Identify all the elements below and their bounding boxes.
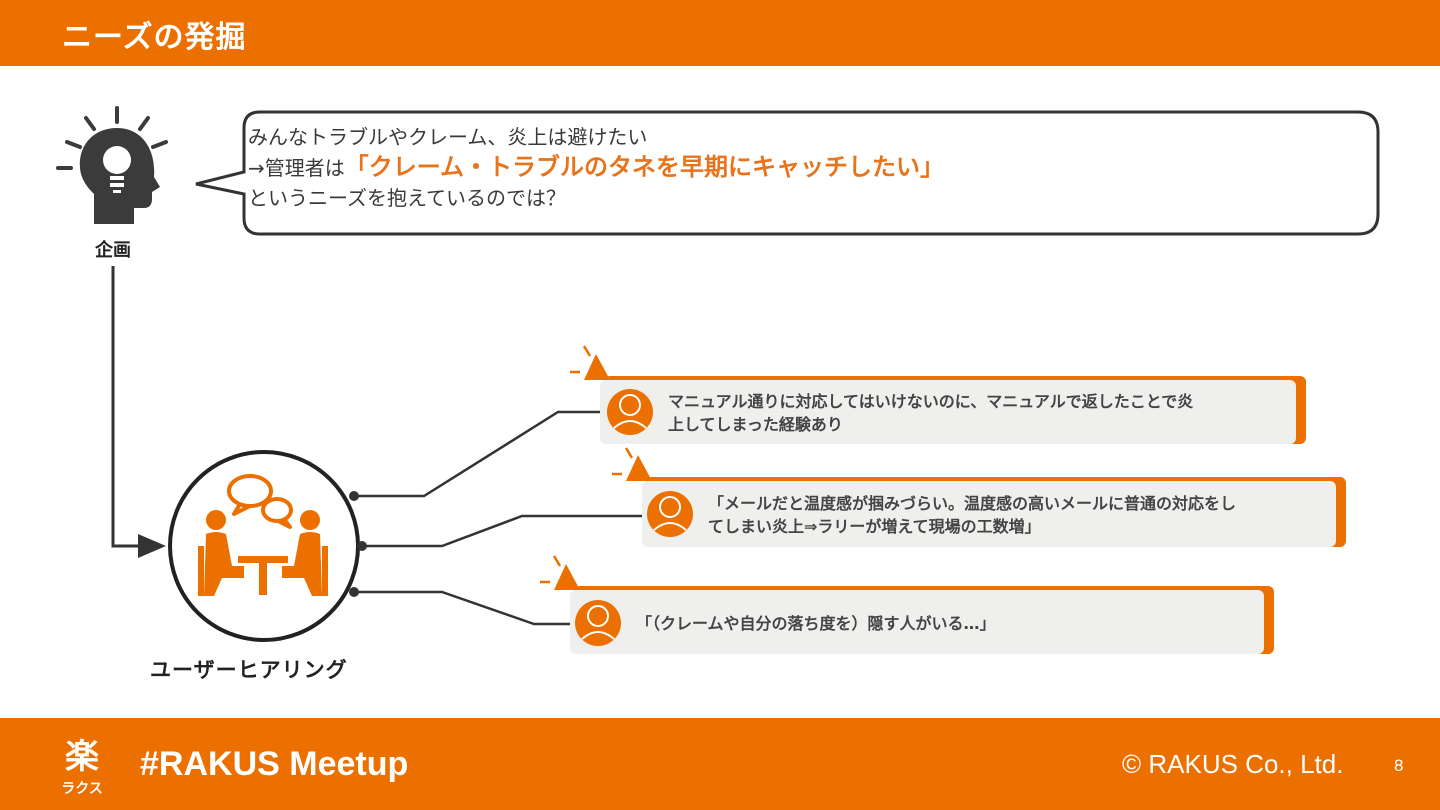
idea-head-icon xyxy=(56,106,168,224)
quote-card-3 xyxy=(540,555,1274,654)
meeting-icon xyxy=(198,474,328,596)
quote-2-line-1: 「メールだと温度感が掴みづらい。温度感の高いメールに普通の対応をし xyxy=(708,494,1237,513)
footer-bar: 楽 ラクス #RAKUS Meetup © RAKUS Co., Ltd. 8 xyxy=(0,718,1440,810)
speech-text: みんなトラブルやクレーム、炎上は避けたい →管理者は「クレーム・トラブルのタネを… xyxy=(248,122,944,213)
speech-bubble xyxy=(195,110,1380,236)
page-number: 8 xyxy=(1394,756,1404,775)
person-avatar-icon xyxy=(607,389,653,435)
person-avatar-icon xyxy=(575,600,621,646)
quote-card-1 xyxy=(570,345,1306,444)
rakus-logo-kana: ラクス xyxy=(61,781,103,797)
quote-connectors xyxy=(354,410,642,626)
quote-text-1: マニュアル通りに対応してはいけないのに、マニュアルで返したことで炎 上してしまっ… xyxy=(668,390,1193,436)
planning-label: 企画 xyxy=(95,240,131,261)
quote-text-3: 「（クレームや自分の落ち度を）隠す人がいる…」 xyxy=(636,612,996,635)
quote-1-line-1: マニュアル通りに対応してはいけないのに、マニュアルで返したことで炎 xyxy=(668,392,1194,411)
speech-line-2: →管理者は「クレーム・トラブルのタネを早期にキャッチしたい」 xyxy=(248,152,944,183)
quote-text-2: 「メールだと温度感が掴みづらい。温度感の高いメールに普通の対応をし てしまい炎上… xyxy=(708,492,1236,538)
quote-card-2 xyxy=(612,447,1346,547)
speech-line-2-prefix: →管理者は xyxy=(248,156,345,180)
quote-3-line-1: 「（クレームや自分の落ち度を）隠す人がいる…」 xyxy=(636,614,996,633)
copyright-text: © RAKUS Co., Ltd. xyxy=(1122,749,1344,779)
rakus-logo: 楽 xyxy=(65,737,99,777)
arrow-head xyxy=(138,534,166,558)
flow-connector xyxy=(111,266,150,548)
speech-line-1: みんなトラブルやクレーム、炎上は避けたい xyxy=(248,125,648,149)
user-hearing-label: ユーザーヒアリング xyxy=(150,658,348,682)
header-bar: ニーズの発掘 xyxy=(0,0,1440,66)
quote-1-line-2: 上してしまった経験あり xyxy=(668,415,843,434)
quote-2-line-2: てしまい炎上⇒ラリーが増えて現場の工数増」 xyxy=(708,517,1041,536)
speech-highlight: 「クレーム・トラブルのタネを早期にキャッチしたい」 xyxy=(344,153,945,181)
slide-title: ニーズの発掘 xyxy=(62,20,247,55)
event-hashtag: #RAKUS Meetup xyxy=(140,745,409,783)
person-avatar-icon xyxy=(647,491,693,537)
speech-line-3: というニーズを抱えているのでは？ xyxy=(248,186,566,210)
